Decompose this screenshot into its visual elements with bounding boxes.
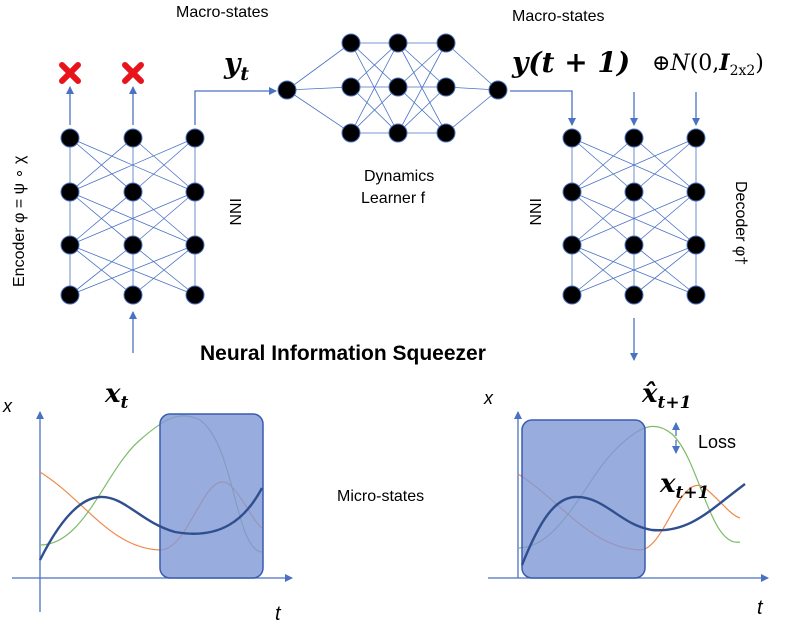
dynamics-learner-edge [286, 89, 352, 134]
dynamics-learner-label-2: Learner f [361, 190, 426, 207]
red-cross-icon [122, 62, 144, 84]
decoder-inn-node [624, 235, 644, 255]
encoder-inn-edge [132, 244, 196, 296]
micro-state-plot-left: x t [2, 396, 293, 625]
decoder-label: Decoder φ† [732, 181, 749, 265]
encoder-inn-edge [69, 137, 196, 193]
micro-curve-blue [38, 487, 264, 561]
decoder-inn-node [624, 182, 644, 202]
decoder-inn-edge [633, 244, 697, 296]
flow-arrows [66, 86, 700, 454]
encoder-inn-edge [69, 244, 196, 296]
decoder-inn-edge [571, 191, 635, 246]
dynamics-learner-node [436, 33, 456, 53]
dynamics-learner-node [277, 80, 297, 100]
micro-states-label: Micro-states [337, 488, 424, 505]
decoder-inn-edge [571, 244, 635, 296]
encoder-label: Encoder φ = ψ ∘ χ [11, 155, 28, 287]
dynamics-learner-node [341, 33, 361, 53]
decoder-inn-node [686, 235, 706, 255]
decoder-inn-node [562, 285, 582, 305]
decoder-inn-edge [571, 191, 697, 246]
red-cross-icon [59, 62, 81, 84]
encoder-inn-edge [69, 137, 134, 193]
encoder-inn-node [185, 128, 205, 148]
axis-t-label-left: t [275, 603, 282, 625]
decoder-inn-node [686, 285, 706, 305]
inn-left-label: INN [226, 198, 243, 226]
dynamics-learner-edge [445, 89, 499, 134]
encoder-inn-edge [69, 191, 196, 246]
dynamics-learner-node [488, 80, 508, 100]
dynamics-learner-edge [397, 42, 447, 88]
dynamics-learner-edge [397, 86, 447, 134]
encoder-inn-edge [132, 137, 196, 193]
micro-curve-blue-right [520, 483, 746, 566]
decoder-inn-edge [633, 191, 697, 246]
decoder-inn-edge [571, 137, 635, 193]
encoder-inn-node [60, 235, 80, 255]
macro-states-left-label: Macro-states [176, 4, 268, 21]
dynamics-learner-edge [350, 42, 399, 134]
encoder-inn-node [185, 285, 205, 305]
observation-window [159, 413, 264, 579]
axis-t-label-right: t [757, 597, 764, 619]
x-t-plus-1-label: xt+1 [659, 469, 709, 503]
dynamics-learner-label-1: Dynamics [364, 168, 434, 185]
dynamics-learner-node [341, 123, 361, 143]
encoder-inn-node [60, 285, 80, 305]
decoder-inn-node [624, 285, 644, 305]
decoder-inn-edge [633, 137, 697, 193]
dynamics-learner-edge [445, 42, 499, 91]
y-t-label: yt [223, 47, 249, 85]
decoder-inn-node [686, 182, 706, 202]
dynamics-learner-node [436, 77, 456, 97]
encoder-inn-node [60, 182, 80, 202]
micro-state-plot-right: x t [483, 388, 769, 619]
dynamics-learner-node [341, 77, 361, 97]
dynamics-learner-node [388, 33, 408, 53]
dynamics-learner-node [388, 123, 408, 143]
encoder-inn-edge [69, 191, 134, 246]
decoder-inn-node [686, 128, 706, 148]
decoder-inn-edge [571, 137, 697, 193]
axis-x-label-left: x [2, 396, 13, 416]
dynamics-learner-edge [350, 86, 399, 134]
macro-states-right-label: Macro-states [512, 8, 604, 25]
decoder-inn-node [624, 128, 644, 148]
dynamics-learner-edge [286, 86, 352, 91]
encoder-inn-node [123, 235, 143, 255]
encoder-inn-node [123, 182, 143, 202]
encoder-inn-node [123, 285, 143, 305]
dynamics-learner-edge [397, 42, 447, 134]
network-nodes [60, 33, 706, 305]
encoder-inn-node [123, 128, 143, 148]
diagram-title: Neural Information Squeezer [200, 342, 486, 365]
axis-x-label-right: x [483, 388, 494, 408]
dynamics-learner-edge [350, 42, 399, 88]
y-t-plus-1-label: y(t + 1) [511, 46, 630, 79]
dynamics-learner-node [388, 77, 408, 97]
encoder-inn-edge [69, 244, 134, 296]
encoder-inn-node [60, 128, 80, 148]
observation-window-right [521, 419, 646, 579]
decoder-inn-node [562, 128, 582, 148]
inn-right-label: INN [526, 198, 543, 226]
decoder-inn-node [562, 182, 582, 202]
x-t-label: xt [104, 379, 129, 413]
encoder-inn-node [185, 182, 205, 202]
decoder-inn-edge [571, 244, 697, 296]
noise-label: ⊕N(0,I2x2) [652, 50, 764, 79]
loss-label: Loss [698, 432, 736, 452]
encoder-inn-edge [132, 191, 196, 246]
dynamics-learner-edge [286, 42, 352, 91]
encoder-inn-node [185, 235, 205, 255]
dynamics-learner-node [436, 123, 456, 143]
decoder-inn-node [562, 235, 582, 255]
x-hat-label: x̂t+1 [641, 379, 691, 413]
